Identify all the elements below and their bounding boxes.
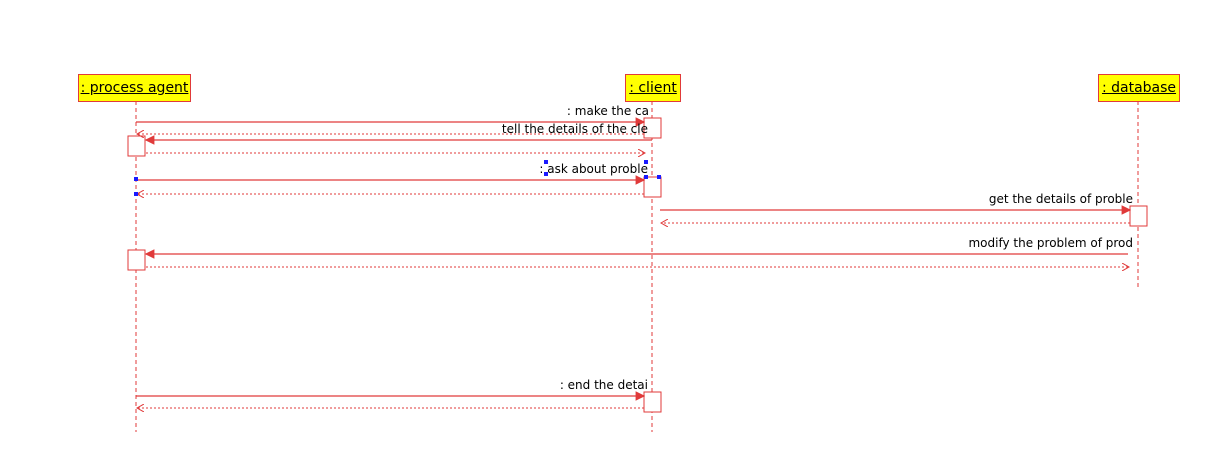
message-label-end-details[interactable]: : end the detai bbox=[559, 378, 648, 392]
activation-agent-1[interactable] bbox=[127, 135, 146, 157]
lifeline-header-database[interactable]: : database bbox=[1098, 74, 1180, 102]
lifeline-label: : database bbox=[1101, 80, 1177, 96]
activation-database-1[interactable] bbox=[1129, 205, 1148, 227]
selection-handle[interactable] bbox=[544, 172, 548, 176]
lifeline-header-client[interactable]: : client bbox=[625, 74, 681, 102]
selection-handle[interactable] bbox=[644, 160, 648, 164]
activation-client-3[interactable] bbox=[643, 391, 662, 413]
activation-client-1[interactable] bbox=[643, 117, 662, 139]
selection-handle[interactable] bbox=[134, 192, 138, 196]
selection-handle[interactable] bbox=[134, 177, 138, 181]
message-label-ask-problem[interactable]: : ask about proble bbox=[539, 162, 648, 176]
selection-handle[interactable] bbox=[657, 175, 661, 179]
lifeline-header-process-agent[interactable]: : process agent bbox=[78, 74, 191, 102]
message-label-get-details[interactable]: get the details of proble bbox=[988, 192, 1133, 206]
lifeline-label: : process agent bbox=[80, 80, 189, 96]
message-label-tell-details[interactable]: tell the details of the cle bbox=[501, 122, 648, 136]
lifeline-label: : client bbox=[629, 80, 677, 96]
activation-agent-2[interactable] bbox=[127, 249, 146, 271]
activation-client-2[interactable] bbox=[643, 176, 662, 198]
selection-handle[interactable] bbox=[644, 175, 648, 179]
selection-handle[interactable] bbox=[544, 160, 548, 164]
message-label-modify-problem[interactable]: modify the problem of prod bbox=[968, 236, 1133, 250]
message-label-make-call[interactable]: : make the ca bbox=[566, 104, 649, 118]
